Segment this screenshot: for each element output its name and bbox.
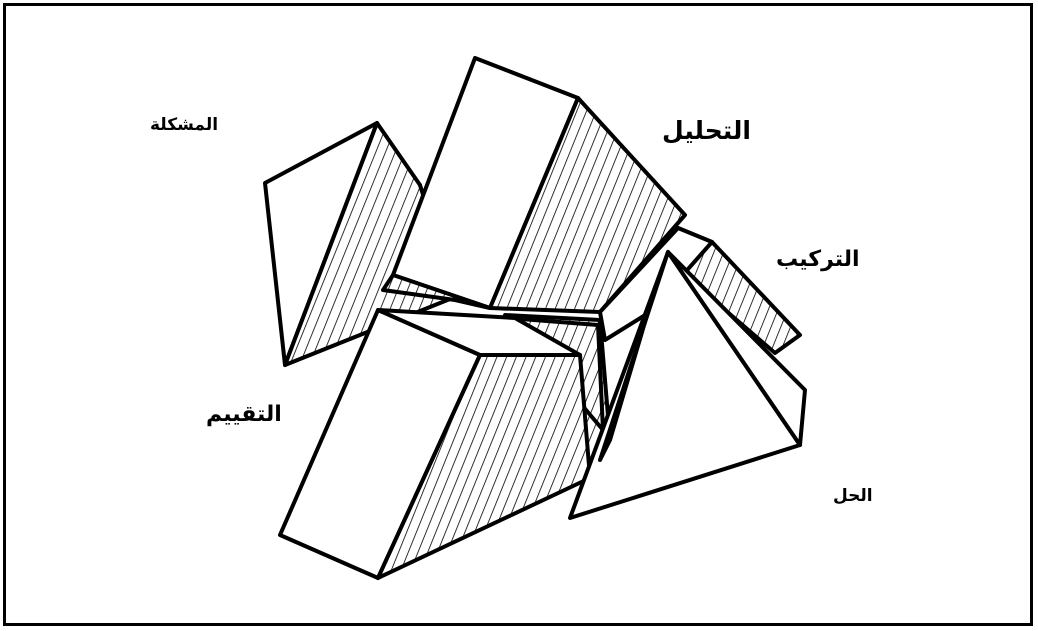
label-evaluation: التقييم	[206, 404, 282, 426]
label-solution: الحل	[833, 488, 873, 505]
label-analysis: التحليل	[662, 118, 751, 143]
label-synthesis: التركيب	[776, 249, 860, 271]
label-problem: المشكلة	[150, 117, 218, 134]
